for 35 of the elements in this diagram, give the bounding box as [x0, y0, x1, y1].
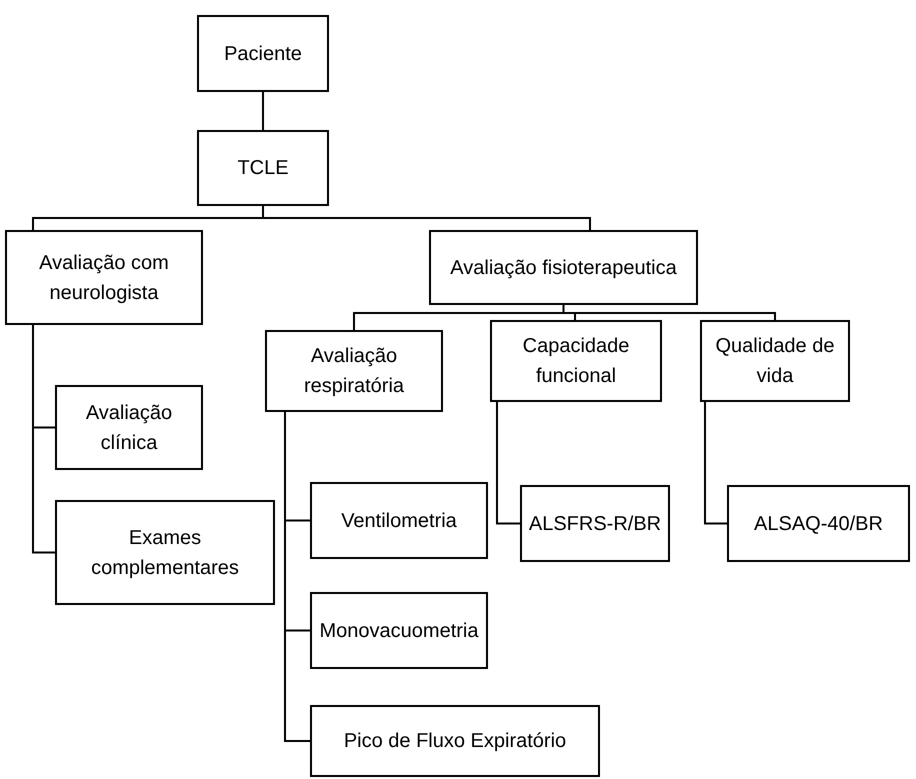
connector-line	[262, 206, 591, 230]
connector-line	[32, 325, 55, 554]
box-label: Ventilometria	[341, 508, 457, 534]
box-label: Paciente	[224, 42, 302, 66]
connector-line	[284, 412, 310, 742]
box-label: Avaliação clínica	[84, 400, 174, 456]
process-box	[197, 15, 329, 92]
box-label: Avaliação respiratória	[302, 344, 406, 399]
process-box	[520, 485, 670, 562]
process-box	[265, 330, 443, 412]
connector-line	[562, 305, 776, 320]
box-label: Avaliação fisioterapeutica	[450, 256, 677, 280]
process-box	[310, 482, 488, 559]
process-box	[55, 500, 275, 605]
process-box	[197, 130, 329, 206]
connector-line	[496, 402, 520, 524]
box-label: Pico de Fluxo Expiratório	[344, 729, 566, 754]
box-label: ALSAQ-40/BR	[754, 512, 883, 536]
box-label: ALSFRS-R/BR	[528, 512, 662, 536]
box-label: Monovacuometria	[320, 618, 478, 644]
process-box	[310, 592, 488, 669]
box-label: TCLE	[237, 156, 289, 181]
process-box	[429, 230, 698, 305]
connector-line	[262, 92, 264, 130]
process-box	[5, 230, 203, 325]
process-box	[490, 320, 662, 402]
box-label: Avaliação com neurologista	[38, 250, 170, 306]
process-box	[310, 705, 600, 777]
process-box	[700, 320, 850, 402]
connector-line	[704, 402, 727, 524]
box-label: Qualidade de vida	[714, 334, 836, 389]
box-label: Exames complementares	[90, 526, 240, 580]
box-label: Capacidade funcional	[522, 334, 630, 389]
process-box	[727, 485, 910, 562]
process-box	[55, 385, 203, 470]
